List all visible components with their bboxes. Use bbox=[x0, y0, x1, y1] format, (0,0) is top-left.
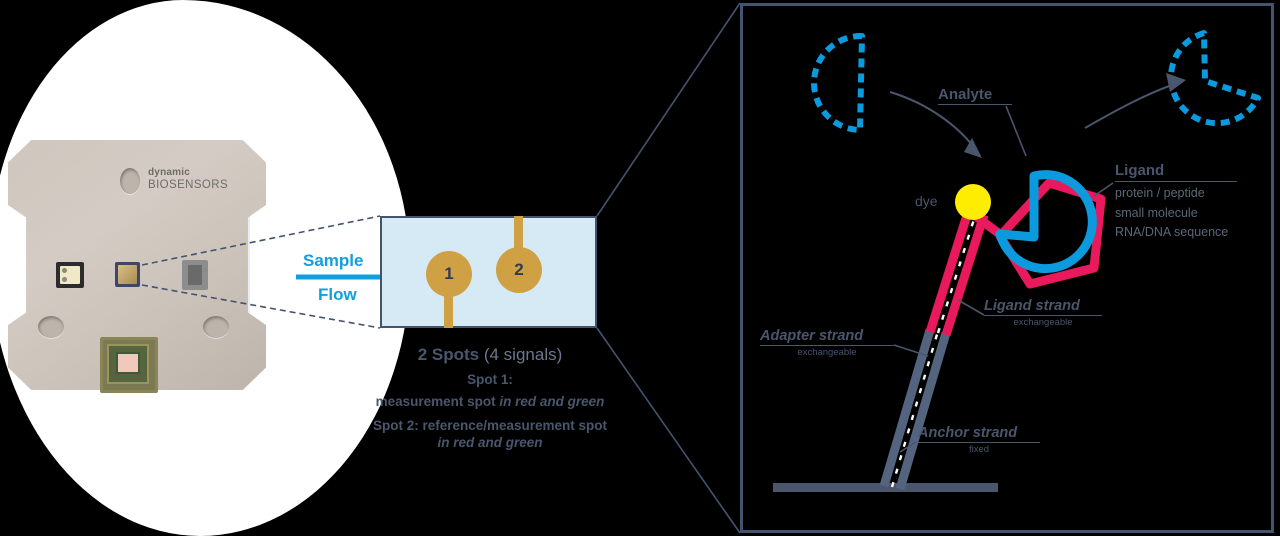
anchor-strand-rule bbox=[918, 442, 1040, 443]
chip-hole-top bbox=[120, 168, 140, 194]
ligand-item-2: RNA/DNA sequence bbox=[1115, 225, 1229, 239]
chip-electrode-dot-bottom bbox=[62, 277, 67, 282]
analyte-label-text: Analyte bbox=[938, 86, 993, 103]
flow-cell bbox=[380, 216, 597, 328]
caption-spot1-italic: in red and green bbox=[499, 394, 605, 409]
chip-sensor-spot-gold bbox=[118, 265, 137, 284]
caption-title-rest: (4 signals) bbox=[479, 345, 563, 364]
chip-hole-bottom-left bbox=[38, 316, 64, 338]
ligand-strand-label: Ligand strand exchangeable bbox=[984, 298, 1102, 328]
spot-2-channel bbox=[514, 216, 523, 249]
ligand-strand-rule bbox=[984, 315, 1102, 316]
caption-spot2-line2: in red and green bbox=[300, 435, 680, 450]
analyte-label-rule bbox=[938, 104, 1012, 105]
spot-2-number: 2 bbox=[514, 260, 524, 279]
ligand-label-title: Ligand bbox=[1115, 162, 1165, 179]
sample-flow-label-flow: Flow bbox=[318, 285, 357, 304]
ligand-label: Ligand protein / peptide small molecule … bbox=[1115, 162, 1237, 241]
molecular-detail-panel bbox=[740, 3, 1274, 533]
caption-spot1-line1: Spot 1: bbox=[467, 372, 513, 387]
anchor-strand-sub: fixed bbox=[968, 444, 990, 455]
adapter-strand-title: Adapter strand bbox=[760, 328, 864, 344]
dye-molecule bbox=[955, 184, 991, 220]
adapter-strand-label: Adapter strand exchangeable bbox=[760, 328, 894, 358]
spot-1-number: 1 bbox=[444, 264, 454, 283]
caption-spot2-line1: Spot 2: reference/measurement spot bbox=[372, 418, 608, 433]
ligand-item-1: small molecule bbox=[1115, 205, 1198, 220]
caption-title: 2 Spots (4 signals) bbox=[300, 345, 680, 365]
anchor-strand-label: Anchor strand fixed bbox=[918, 425, 1040, 455]
flow-cell-caption: 2 Spots (4 signals) Spot 1: measurement … bbox=[300, 345, 680, 450]
chip-hole-bottom-right bbox=[203, 316, 229, 338]
brand-line-dynamic: dynamic bbox=[148, 167, 190, 178]
caption-title-bold: 2 Spots bbox=[417, 345, 480, 364]
chip-grey-port-inner bbox=[188, 265, 202, 285]
caption-spot2-italic: in red and green bbox=[437, 435, 543, 450]
brand-line-biosensors: BIOSENSORS bbox=[148, 178, 229, 191]
adapter-strand-sub: exchangeable bbox=[797, 347, 857, 358]
ligand-strand-sub: exchangeable bbox=[1013, 317, 1073, 328]
ligand-strand-title: Ligand strand bbox=[984, 298, 1080, 314]
ligand-item-0: protein / peptide bbox=[1115, 186, 1205, 200]
chip-electrode-dot-top bbox=[62, 268, 67, 273]
chip-contact-pad-inner bbox=[116, 352, 140, 374]
analyte-label: Analyte bbox=[938, 86, 1012, 105]
anchor-strand-title: Anchor strand bbox=[918, 425, 1018, 441]
caption-spot1-plain: measurement spot bbox=[375, 394, 500, 409]
caption-spot1-line2: measurement spot in red and green bbox=[300, 394, 680, 409]
dye-label: dye bbox=[915, 193, 938, 209]
chip-brand-logo: dynamic BIOSENSORS bbox=[148, 167, 229, 191]
adapter-strand-rule bbox=[760, 345, 894, 346]
spot-1[interactable]: 1 bbox=[426, 251, 472, 297]
spot-2[interactable]: 2 bbox=[496, 247, 542, 293]
spot-1-channel bbox=[444, 295, 453, 328]
sample-flow-label-sample: Sample bbox=[303, 251, 364, 270]
ligand-label-rule bbox=[1115, 181, 1237, 182]
